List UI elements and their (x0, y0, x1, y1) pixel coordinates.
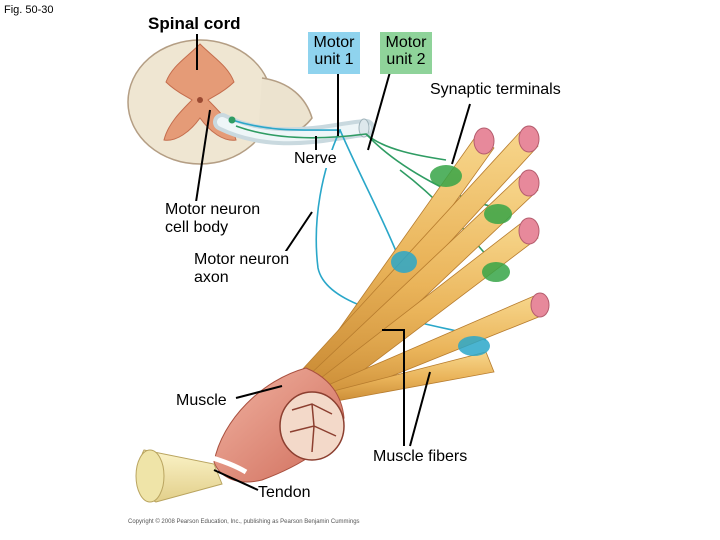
nerve-bundle (213, 113, 375, 146)
leader-muscle-fibers-b (409, 371, 431, 447)
motor-unit-2-box: Motor unit 2 (380, 32, 432, 74)
spinal-cord-cross-section (127, 39, 313, 165)
leader-muscle (235, 385, 283, 399)
cell-body-line-2: cell body (165, 219, 229, 236)
spinal-cord-label: Spinal cord (148, 14, 241, 33)
copyright-notice: Copyright © 2008 Pearson Education, Inc.… (128, 519, 360, 525)
leader-motor-unit-2 (367, 71, 391, 151)
synaptic-terminals (391, 165, 512, 356)
leader-muscle-fibers-a (382, 329, 405, 446)
muscle-belly (213, 367, 345, 483)
muscle-label: Muscle (176, 392, 227, 409)
leader-synaptic-terminals (451, 103, 471, 165)
motor-unit-2-line-1: Motor (385, 34, 427, 51)
muscle-fibers-label: Muscle fibers (373, 448, 468, 465)
axon-line-2: axon (194, 269, 229, 286)
nerve-label: Nerve (292, 150, 339, 168)
cell-body-line-1: Motor neuron (165, 201, 261, 218)
motor-unit-1-line-2: unit 1 (314, 51, 354, 68)
motor-neuron-axon-label: Motor neuron axon (194, 251, 290, 287)
leader-tendon (213, 469, 259, 491)
synaptic-terminals-label: Synaptic terminals (430, 81, 561, 98)
leader-lines (195, 34, 471, 491)
motor-unit-1-line-1: Motor (313, 34, 355, 51)
tendon (135, 449, 248, 503)
motor-unit-1-box: Motor unit 1 (308, 32, 360, 74)
leader-axon (283, 211, 313, 255)
leader-cell-body (195, 109, 211, 203)
motor-neuron-cell-body-label: Motor neuron cell body (165, 201, 261, 237)
axon-line-1: Motor neuron (194, 251, 290, 268)
motor-unit-2-line-2: unit 2 (386, 51, 426, 68)
tendon-label: Tendon (258, 484, 311, 501)
figure-number: Fig. 50-30 (4, 4, 54, 16)
